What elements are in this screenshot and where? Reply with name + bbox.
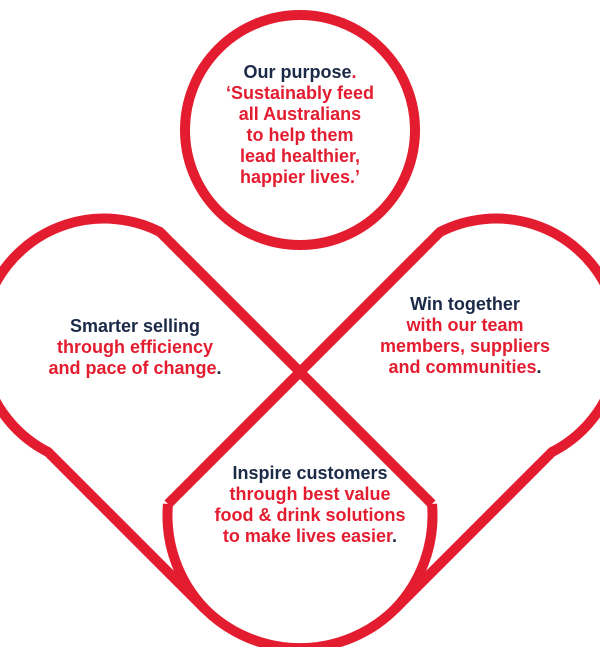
purpose-line-3: to help them [246,125,354,145]
inspire-customers-line-2: food & drink solutions [214,505,406,525]
win-together-line-1: with our team [406,315,524,335]
inspire-customers-heading: Inspire customers [232,463,388,483]
win-together-heading: Win together [410,294,520,314]
win-together-line-3: and communities [388,357,537,377]
inspire-customers-period: . [392,526,398,546]
purpose-text-block: Our purpose. ‘Sustainably feed all Austr… [180,62,420,188]
inspire-customers-line-3: to make lives easier [222,526,393,546]
purpose-line-5: happier lives.’ [239,167,361,187]
purpose-heading: Our purpose [243,62,352,82]
win-together-text-block: Win together with our team members, supp… [350,294,580,378]
smarter-selling-line-1: through efficiency [56,337,213,357]
left-petal-shape [0,213,436,613]
smarter-selling-heading: Smarter selling [69,316,201,336]
purpose-line-2: all Australians [238,104,362,124]
win-together-line-2: members, suppliers [379,336,551,356]
purpose-line-1: ‘Sustainably feed [225,83,375,103]
purpose-heading-period: . [351,62,357,82]
win-together-period: . [536,357,542,377]
smarter-selling-line-2: and pace of change [48,358,217,378]
purpose-line-4: lead healthier, [239,146,361,166]
inspire-customers-text-block: Inspire customers through best value foo… [190,463,430,547]
bottom-petal-shape [162,503,438,647]
smarter-selling-period: . [216,358,222,378]
right-petal-shape [164,213,600,613]
smarter-selling-text-block: Smarter selling through efficiency and p… [20,316,250,379]
purpose-circle [180,10,420,250]
inspire-customers-line-1: through best value [229,484,391,504]
